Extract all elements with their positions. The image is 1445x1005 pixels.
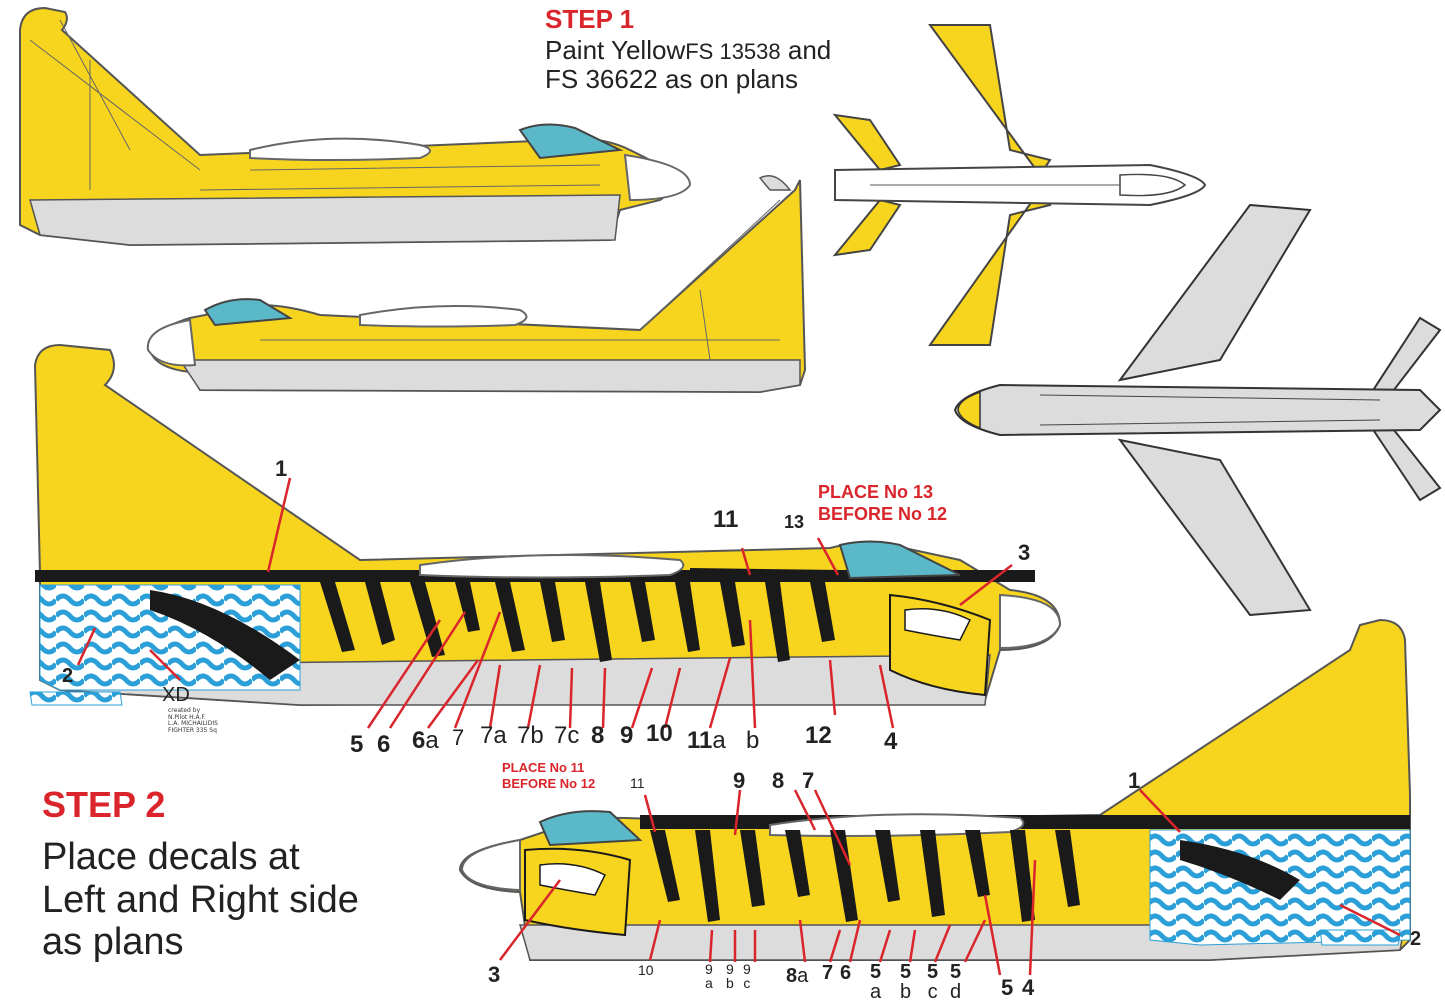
designer-credit-line4: FIGHTER 335 Sq [168,726,217,734]
place-11-note: PLACE No 11 BEFORE No 12 [502,760,595,791]
left-decal-7c: 7c [554,722,579,750]
left-decal-3: 3 [1018,540,1031,565]
right-decal-9c-num: 9 [743,961,751,977]
designer-credit-line1: created by [168,707,201,714]
left-decal-7c-letter: c [567,722,580,749]
right-decal-4: 4 [1022,975,1035,1000]
right-decal-5c-letter: c [927,981,938,1003]
right-decal-9c-letter: c [743,975,751,991]
right-decal-5a-num: 5 [870,961,882,983]
right-decal-9b-num: 9 [726,961,734,977]
left-decal-7b-num: 7 [517,722,531,749]
right-decal-5b-num: 5 [900,961,912,983]
left-decal-5: 5 [350,731,364,758]
designer-credit-line2: N.Pilot H.A.F. [168,713,206,721]
right-decal-5d-letter: d [950,981,962,1003]
step1-line2: FS 36622 as on plans [545,64,798,95]
left-decal-6: 6 [377,731,391,758]
left-decal-6a: 6a [412,727,439,755]
right-decal-9: 9 [733,768,746,793]
designer-credit-line3: L.A. MICHAILIDIS [168,720,218,728]
right-decal-5b-letter: b [900,981,912,1003]
left-decal-7: 7 [452,725,465,750]
right-decal-6: 6 [840,962,852,984]
right-decal-11: 11 [630,775,645,791]
step2-title: STEP 2 [42,784,166,825]
left-decal-6a-letter: a [425,727,439,754]
place-13-note: PLACE No 13 BEFORE No 12 [818,482,947,525]
aircraft-right-side-decal [458,618,1411,976]
left-decal-7b: 7b [517,722,544,750]
left-decal-11a-letter: a [712,727,726,754]
right-decal-7: 7 [802,768,815,793]
right-decal-1: 1 [1128,768,1141,793]
left-decal-2: 2 [62,665,74,687]
step2-line2: Left and Right side [42,878,359,921]
left-decal-11a: 11a [687,727,726,755]
left-decal-1: 1 [275,456,288,481]
left-decal-11a-num: 11 [687,727,713,754]
right-decal-9a-num: 9 [705,961,713,977]
place-11-note-line1: PLACE No 11 [502,760,585,775]
left-decal-7b-letter: b [530,722,544,749]
step2-instructions: Place decals at Left and Right side as p… [42,836,359,964]
left-decal-4: 4 [884,728,898,755]
step1-instructions: Paint YellowFS 13538 and FS 36622 as on … [545,35,832,95]
right-decal-3: 3 [488,962,501,987]
left-decal-13: 13 [784,512,805,532]
left-decal-9: 9 [620,722,634,749]
step2-line1: Place decals at [42,836,300,878]
right-decal-8: 8 [772,768,785,793]
right-decal-8a: 8a [786,965,808,988]
step2-line3: as plans [42,921,184,964]
left-decal-7a-letter: a [493,722,507,749]
right-decal-5d-num: 5 [950,961,962,983]
left-decal-12: 12 [805,722,832,749]
left-decal-7a-num: 7 [480,722,494,749]
step1-line1-suffix: and [780,35,832,65]
aircraft-left-side-decal [29,343,1062,729]
right-decal-5a-letter: a [870,981,882,1003]
aircraft-profile-2 [146,175,807,394]
place-11-note-line2: BEFORE No 12 [502,775,596,791]
right-decal-9b-letter: b [726,975,734,991]
aircraft-bottom-view [953,203,1442,617]
right-decal-10: 10 [638,962,654,978]
place-13-note-line2: BEFORE No 12 [818,503,948,524]
right-decal-5c-num: 5 [927,961,939,983]
left-decal-11: 11 [713,506,739,533]
aircraft-top-view [832,24,1207,346]
step1-fs-code: FS 13538 [685,39,781,64]
left-decal-8: 8 [591,722,605,749]
left-decal-11b: b [746,727,760,754]
left-decal-6a-num: 6 [412,727,426,754]
right-decal-8a-num: 8 [786,965,798,987]
designer-credit: created by N.Pilot H.A.F. L.A. MICHAILID… [168,707,218,734]
right-decal-7-lower: 7 [822,962,834,984]
right-decal-9a-letter: a [705,975,713,991]
right-decal-2: 2 [1410,928,1422,950]
step1-line1: Paint YellowFS 13538 and [545,35,832,65]
step1-line1-prefix: Paint Yellow [545,35,686,65]
right-decal-8a-letter: a [797,965,809,987]
place-13-note-line1: PLACE No 13 [818,482,934,502]
left-decal-10: 10 [646,720,673,747]
left-decal-7c-num: 7 [554,722,568,749]
left-tail-code: XD [162,684,190,706]
right-decal-5: 5 [1001,975,1014,1000]
aircraft-profile-1 [19,6,692,247]
step1-title: STEP 1 [545,4,635,34]
left-decal-7a: 7a [480,722,507,750]
